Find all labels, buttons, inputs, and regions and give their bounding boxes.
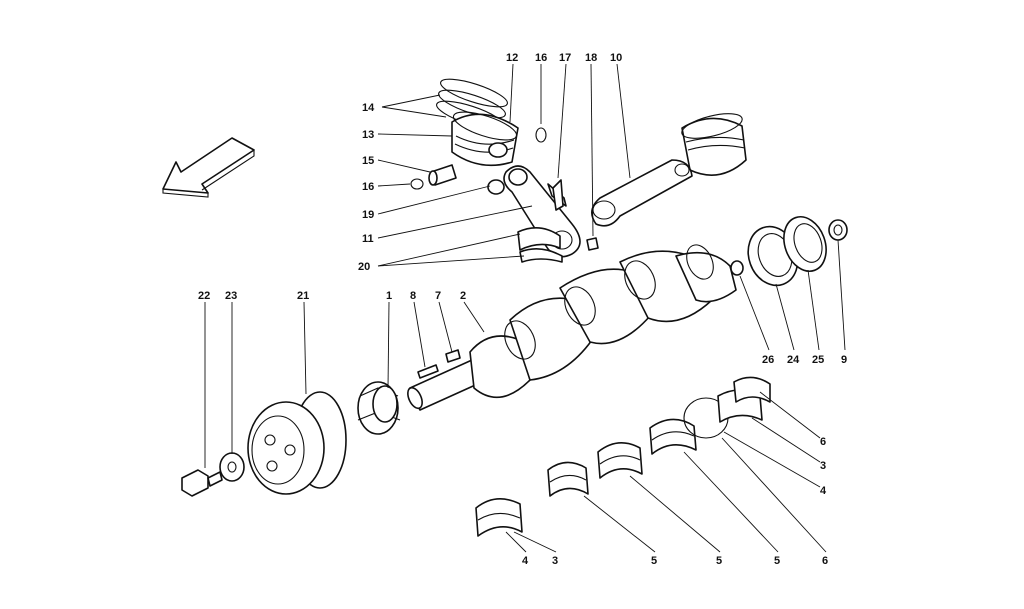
callout-11: 11 [362,233,374,245]
callout-23: 23 [225,290,237,302]
callout-3-right: 3 [820,460,826,472]
callout-19: 19 [362,209,374,221]
connecting-rod-right [591,159,693,227]
callout-18: 18 [585,52,597,64]
callout-24: 24 [787,354,800,366]
circlip-left [410,178,424,190]
callout-10: 10 [610,52,622,64]
rod-bearing-shells [517,227,563,263]
callout-3-left: 3 [552,555,558,567]
callout-26: 26 [762,354,774,366]
rod-bolt [552,179,564,211]
callout-4-left: 4 [522,555,529,567]
rod-nut [586,237,599,251]
pilot-bushing [730,260,744,276]
crankshaft [407,244,737,411]
leader-lines [204,63,846,553]
callout-5-c: 5 [774,555,780,567]
callout-21: 21 [297,290,309,302]
callout-13: 13 [362,129,374,141]
callout-5-b: 5 [716,555,722,567]
arrow-left-down-icon [162,137,255,198]
callout-7: 7 [435,290,441,302]
callout-16-lower: 16 [362,181,374,193]
callout-15: 15 [362,155,374,167]
callout-9: 9 [841,354,847,366]
callout-22: 22 [198,290,210,302]
callout-17: 17 [559,52,571,64]
main-bearing-shells [475,376,771,537]
key-flat [417,364,439,379]
callout-16-upper: 16 [535,52,547,64]
pulley-washer [219,452,245,482]
callout-20: 20 [358,261,370,273]
small-end-bushing [487,179,505,195]
callout-8: 8 [410,290,416,302]
callout-labels: 12 16 17 18 10 14 13 15 16 19 11 20 22 2… [198,52,847,567]
callout-4-right: 4 [820,485,827,497]
pulley-bolt [181,469,223,497]
callout-6-lower: 6 [822,555,828,567]
callout-5-a: 5 [651,555,657,567]
callout-6-upper: 6 [820,436,826,448]
callout-25: 25 [812,354,824,366]
circlip-upper [535,127,547,143]
callout-1: 1 [386,290,392,302]
rear-bushing [828,219,848,241]
callout-12: 12 [506,52,518,64]
callout-14: 14 [362,102,375,114]
seal-housing [783,216,827,272]
crank-pulley [247,391,347,495]
timing-gear [357,381,401,435]
piston-left [451,111,519,167]
piston-pin [428,164,457,186]
piston-right [681,113,747,176]
woodruff-key [445,349,461,363]
callout-2: 2 [460,290,466,302]
